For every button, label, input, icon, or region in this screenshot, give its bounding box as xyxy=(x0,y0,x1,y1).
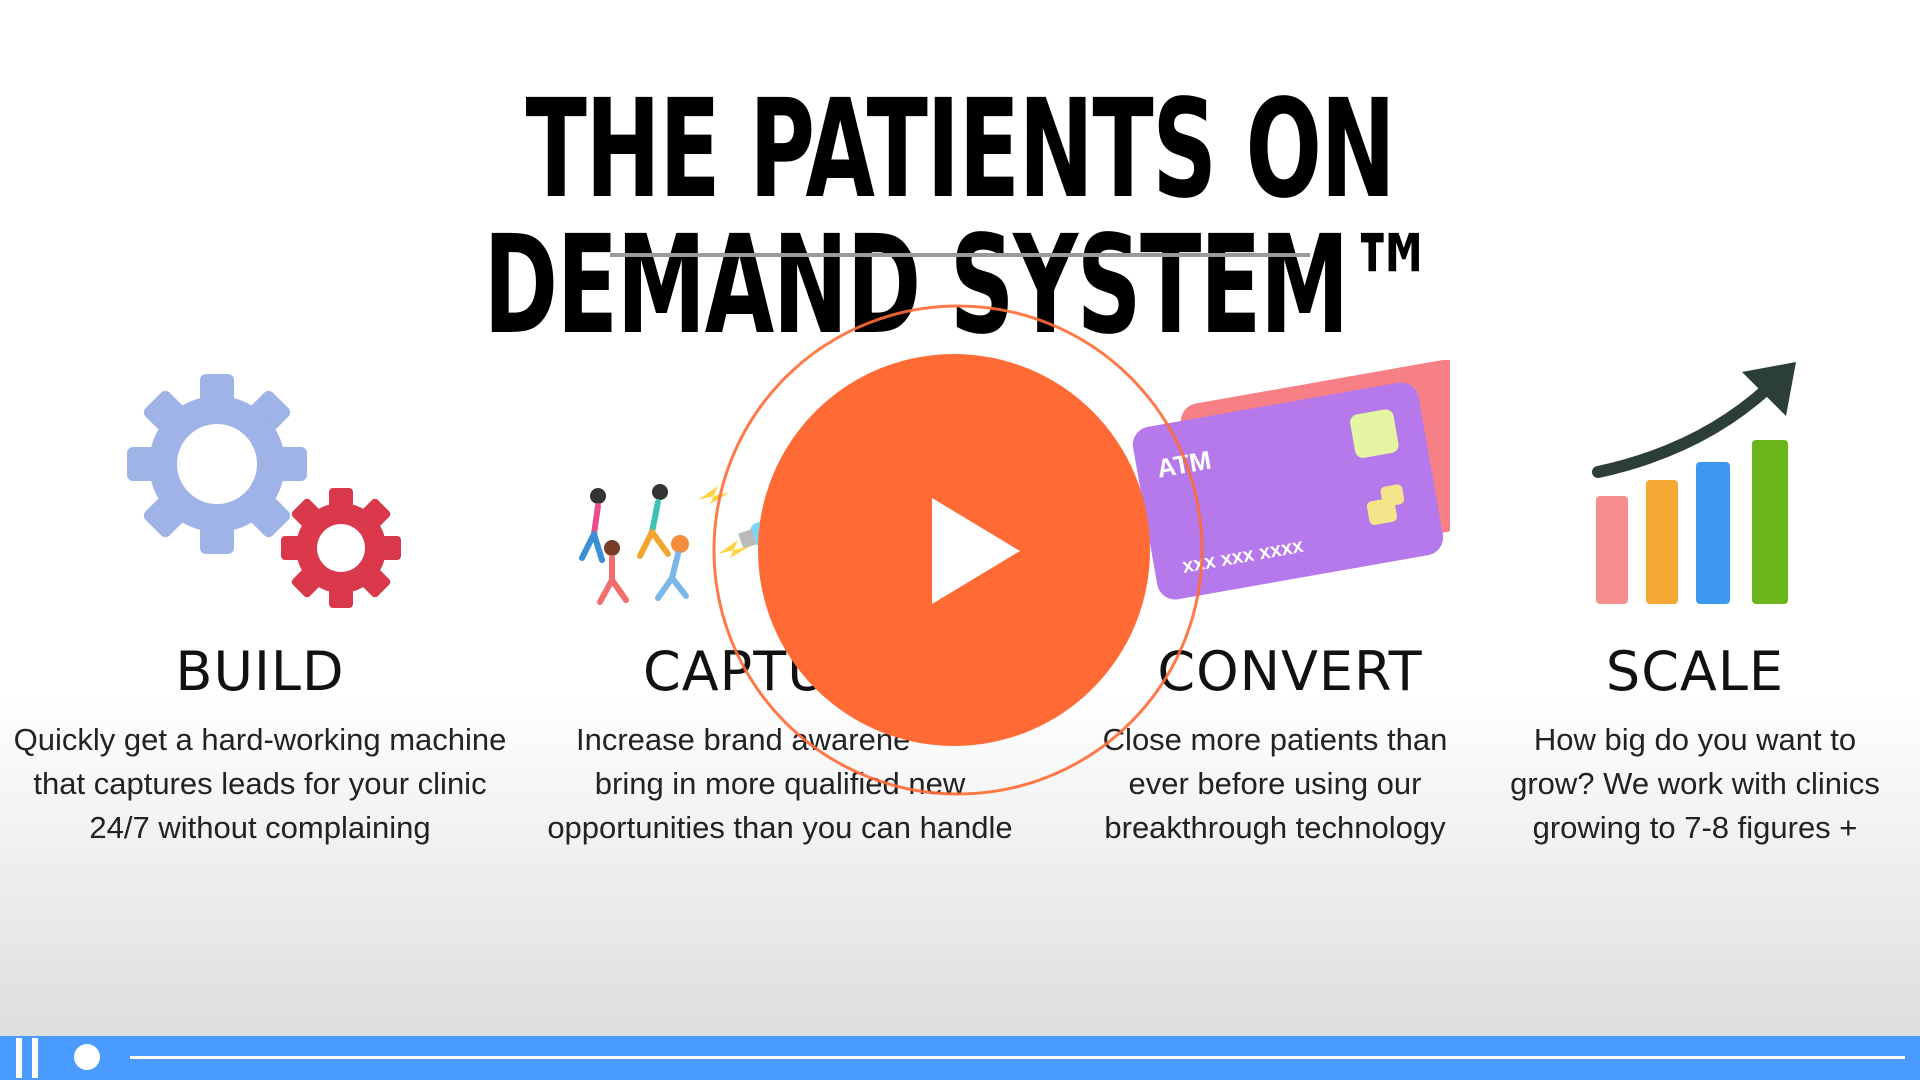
title-divider xyxy=(610,253,1310,257)
play-icon xyxy=(932,498,1020,604)
play-button[interactable] xyxy=(700,300,1220,800)
page-title: THE PATIENTS ON DEMAND SYSTEM™ xyxy=(483,71,1438,365)
gears-icon xyxy=(127,374,401,608)
column-scale-line: grow? We work with clinics xyxy=(1510,766,1880,801)
column-convert-line: breakthrough technology xyxy=(1104,810,1446,845)
pause-icon[interactable] xyxy=(16,1038,38,1078)
column-scale-line: growing to 7-8 figures + xyxy=(1532,810,1858,845)
video-control-bar xyxy=(0,1036,1920,1080)
column-capture-line: bring in more qualified new xyxy=(594,766,966,801)
column-convert-line: Close more patients than xyxy=(1102,722,1448,757)
column-build-description: Quickly get a hard-working machine that … xyxy=(0,718,520,850)
column-scale-description: How big do you want to grow? We work wit… xyxy=(1490,718,1900,850)
column-convert: CONVERT Close more patients than ever be… xyxy=(1050,640,1500,850)
growth-chart-icon xyxy=(1592,362,1796,604)
column-convert-heading: CONVERT xyxy=(1157,640,1423,703)
column-scale-heading: SCALE xyxy=(1605,640,1785,703)
column-build-heading: BUILD xyxy=(175,640,345,703)
progress-scrubber[interactable] xyxy=(74,1044,100,1070)
column-capture-description: Increase brand awarene bring in more qua… xyxy=(520,718,1040,850)
progress-track[interactable] xyxy=(130,1056,1905,1059)
column-build-line: Quickly get a hard-working machine xyxy=(13,722,507,757)
column-capture-line: Increase brand awarene xyxy=(576,722,911,757)
column-convert-line: ever before using our xyxy=(1128,766,1422,801)
column-convert-description: Close more patients than ever before usi… xyxy=(1050,718,1500,850)
column-build: BUILD Quickly get a hard-working machine… xyxy=(0,640,520,850)
column-build-line: that captures leads for your clinic xyxy=(33,766,487,801)
column-capture-line: opportunities than you can handle xyxy=(547,810,1013,845)
column-build-line: 24/7 without complaining xyxy=(89,810,431,845)
column-scale-line: How big do you want to xyxy=(1533,722,1857,757)
column-scale: SCALE How big do you want to grow? We wo… xyxy=(1490,640,1900,850)
